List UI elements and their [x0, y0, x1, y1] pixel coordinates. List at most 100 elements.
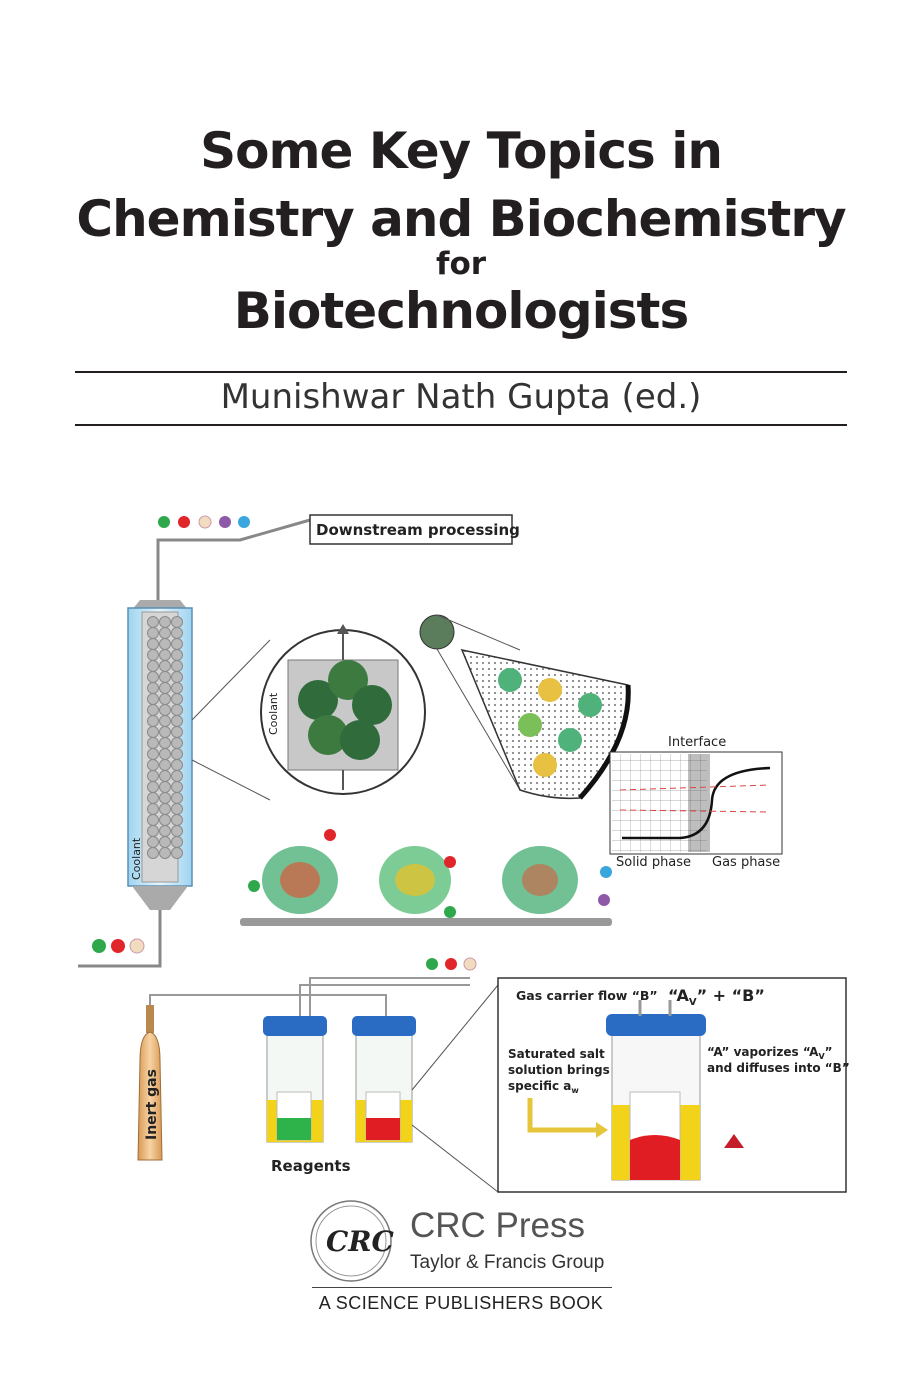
column-bead: [171, 649, 183, 661]
column-bead: [171, 616, 183, 628]
column-bead: [171, 704, 183, 716]
column-bead: [171, 748, 183, 760]
interface-diagram: Interface Solid phase Gas phase: [609, 735, 783, 870]
title-line-2: Chemistry and Biochemistry: [76, 190, 846, 248]
column-bead: [171, 792, 183, 804]
salt-line-1: Saturated salt: [508, 1047, 605, 1061]
column-bead: [171, 836, 183, 848]
column-bead: [147, 737, 159, 749]
vaporize-line-1-end: ”: [825, 1045, 833, 1059]
column-bead: [171, 781, 183, 793]
column-bead: [147, 726, 159, 738]
column-bead: [171, 737, 183, 749]
column-bead: [159, 715, 171, 727]
column-bead: [147, 693, 159, 705]
vaporize-subscript: V: [818, 1052, 825, 1061]
column-bead: [159, 638, 171, 650]
column-bead: [171, 814, 183, 826]
av-b-suffix: ” + “B”: [697, 986, 765, 1005]
av-b-label-text: “A: [668, 986, 689, 1005]
column-bead: [159, 792, 171, 804]
column-bead: [147, 627, 159, 639]
column-bead: [171, 627, 183, 639]
column-bead: [159, 726, 171, 738]
column-bead: [147, 715, 159, 727]
bead-coolant-label: Coolant: [267, 692, 280, 735]
column-bead: [147, 770, 159, 782]
salt-subscript: w: [571, 1086, 579, 1095]
solid-phase-label: Solid phase: [616, 855, 691, 870]
feed-balls: [92, 938, 145, 954]
cover-illustration: Downstream processing Coolant Coolant: [78, 514, 850, 1193]
column-bead: [159, 803, 171, 815]
gas-carrier-label: Gas carrier flow “B”: [516, 988, 658, 1003]
av-b-label: “AV” + “B”: [668, 986, 765, 1008]
salt-line-3-text: specific a: [508, 1079, 571, 1093]
column-bead: [159, 616, 171, 628]
column-bead: [147, 660, 159, 672]
column-bead: [147, 649, 159, 661]
vaporize-line-2: and diffuses into “B”: [707, 1061, 850, 1075]
column-bead: [171, 770, 183, 782]
downstream-callout: Downstream processing: [309, 514, 520, 545]
title-line-1: Some Key Topics in: [200, 122, 723, 180]
column-bead: [171, 638, 183, 650]
inert-gas-cylinder: Inert gas: [137, 1005, 163, 1161]
column-bead: [159, 682, 171, 694]
gas-phase-label: Gas phase: [712, 855, 780, 870]
salt-line-2: solution brings: [508, 1063, 610, 1077]
column-bead: [147, 638, 159, 650]
column-bead: [171, 825, 183, 837]
publisher-rule: [312, 1287, 612, 1288]
enzyme-support-row: [240, 829, 612, 926]
title-line-3: for: [435, 246, 487, 282]
column-bead: [147, 781, 159, 793]
bottom-rule: [75, 424, 847, 426]
column-bead: [171, 682, 183, 694]
reagents-label: Reagents: [271, 1157, 351, 1175]
column-bead: [159, 748, 171, 760]
column-bead: [171, 726, 183, 738]
interface-label: Interface: [668, 735, 726, 750]
column-beads: [147, 616, 183, 859]
column-bead: [147, 671, 159, 683]
column-bottom: [78, 886, 188, 968]
column-bead: [171, 759, 183, 771]
reagent-balls: [426, 957, 477, 971]
outlet-pipe: [156, 518, 311, 600]
column-bead: [159, 847, 171, 859]
vessel-detail-box: Gas carrier flow “B” “AV” + “B” Saturate…: [497, 977, 850, 1193]
crc-logo-text: CRC: [326, 1225, 395, 1258]
column-bead: [159, 704, 171, 716]
column-bead: [159, 737, 171, 749]
column-bead: [147, 748, 159, 760]
vaporize-line-1-text: “A” vaporizes “A: [707, 1045, 819, 1059]
column-bead: [159, 671, 171, 683]
column-bead: [159, 660, 171, 672]
reagent-vessel-green: [263, 1016, 327, 1143]
column-bead: [171, 671, 183, 683]
column-bead: [147, 616, 159, 628]
column-bead: [171, 693, 183, 705]
downstream-label: Downstream processing: [316, 521, 520, 539]
publisher-imprint: A SCIENCE PUBLISHERS BOOK: [318, 1293, 604, 1313]
column-bead: [159, 759, 171, 771]
column-bead: [147, 759, 159, 771]
title-line-4: Biotechnologists: [233, 282, 689, 340]
column-bead: [147, 682, 159, 694]
column-bead: [159, 836, 171, 848]
column-bead: [147, 704, 159, 716]
av-b-subscript: V: [689, 997, 697, 1008]
column-bead: [159, 693, 171, 705]
crc-logo: CRC: [310, 1200, 395, 1282]
salt-line-3: specific aw: [508, 1079, 579, 1095]
column-bead: [171, 803, 183, 815]
column-bead: [159, 627, 171, 639]
column-bead: [147, 847, 159, 859]
column-bead: [171, 847, 183, 859]
magnified-bead-view: Coolant: [260, 624, 426, 795]
column-bead: [147, 825, 159, 837]
top-rule: [75, 371, 847, 373]
column-bead: [159, 814, 171, 826]
inert-gas-label: Inert gas: [144, 1069, 160, 1140]
